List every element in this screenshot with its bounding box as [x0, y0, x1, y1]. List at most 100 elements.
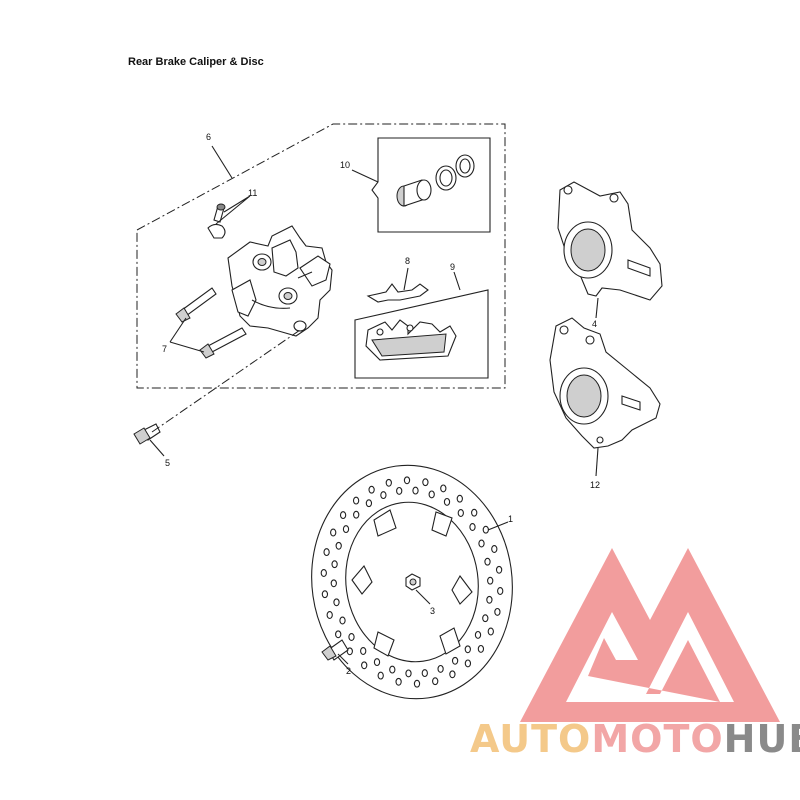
disc-vent-hole — [422, 478, 429, 487]
watermark-word-auto: AUTO — [470, 717, 591, 761]
mounting-bolt-part — [133, 423, 161, 445]
piston-kit-box — [371, 137, 491, 233]
seal-ring-part — [435, 165, 457, 191]
disc-bolt-part — [321, 639, 349, 661]
leader-2 — [337, 653, 349, 665]
hub-nut-part — [405, 573, 421, 591]
disc-vent-hole — [339, 616, 346, 625]
disc-vent-hole — [451, 656, 459, 665]
bolt-axis-line — [151, 329, 301, 433]
disc-vent-hole — [474, 630, 482, 639]
disc-vent-hole — [443, 497, 451, 506]
leader-4 — [595, 297, 599, 319]
disc-vent-hole — [323, 548, 330, 557]
disc-vent-hole — [464, 659, 472, 668]
disc-vent-hole — [320, 569, 327, 577]
disc-vent-hole — [432, 677, 439, 686]
disc-vent-hole — [482, 614, 489, 623]
callout-8: 8 — [405, 256, 410, 266]
disc-vent-hole — [428, 490, 435, 499]
disc-vent-hole — [361, 661, 368, 670]
disc-vent-hole — [395, 677, 402, 686]
disc-vent-hole — [335, 630, 342, 639]
disc-vent-hole — [360, 647, 367, 655]
watermark-logo — [520, 548, 780, 722]
disc-vent-hole — [487, 576, 494, 585]
callout-5: 5 — [165, 458, 170, 468]
leader-1 — [487, 521, 509, 531]
disc-vent-hole — [385, 478, 392, 487]
disc-vent-hole — [456, 494, 463, 503]
disc-vent-hole — [377, 671, 384, 680]
disc-vent-hole — [365, 499, 373, 508]
callout-3: 3 — [430, 606, 435, 616]
watermark-brand: AUTOMOTOHUB — [470, 717, 800, 761]
disc-vent-holes — [320, 476, 504, 688]
slide-pin-lower — [199, 327, 247, 359]
disc-vent-hole — [449, 670, 456, 679]
disc-vent-hole — [437, 664, 444, 673]
disc-vent-hole — [486, 595, 493, 604]
callout-11: 11 — [248, 188, 257, 198]
disc-vent-hole — [368, 485, 375, 494]
disc-vent-hole — [464, 645, 471, 654]
dust-seal-part — [455, 154, 475, 178]
disc-vent-hole — [440, 484, 447, 493]
caliper-bracket-upper — [557, 181, 663, 301]
disc-vent-hole — [331, 560, 338, 569]
disc-vent-hole — [330, 528, 337, 537]
disc-vent-hole — [330, 579, 337, 588]
disc-vent-hole — [405, 669, 412, 678]
disc-vent-hole — [333, 598, 340, 607]
disc-vent-hole — [471, 508, 478, 517]
disc-vent-hole — [484, 557, 491, 566]
disc-vent-hole — [482, 525, 489, 534]
watermark-word-moto: MOTO — [591, 717, 723, 761]
disc-vent-hole — [403, 476, 411, 485]
disc-vent-hole — [389, 665, 396, 674]
watermark-triangle-mark — [520, 548, 780, 722]
piston-part — [396, 179, 432, 207]
disc-vent-hole — [469, 523, 476, 531]
callout-7: 7 — [162, 344, 167, 354]
leader-10 — [351, 169, 379, 183]
diagram-title: Rear Brake Caliper & Disc — [128, 56, 264, 68]
disc-vent-hole — [348, 633, 355, 641]
disc-vent-hole — [339, 511, 347, 520]
disc-vent-hole — [478, 539, 485, 548]
disc-vent-hole — [321, 590, 329, 599]
slide-pin-upper — [175, 287, 217, 323]
leader-9 — [453, 271, 461, 291]
callout-1: 1 — [508, 514, 513, 524]
disc-vent-hole — [335, 541, 342, 550]
callout-6: 6 — [206, 132, 211, 142]
brake-pad-part — [365, 319, 457, 361]
caliper-body — [227, 225, 333, 337]
disc-vent-hole — [413, 679, 421, 688]
disc-vent-hole — [342, 525, 350, 534]
disc-vent-hole — [396, 486, 403, 495]
leader-12 — [595, 447, 599, 477]
callout-9: 9 — [450, 262, 455, 272]
disc-vent-hole — [353, 510, 360, 519]
disc-vent-hole — [373, 658, 381, 667]
disc-vent-hole — [494, 607, 501, 616]
pad-kit-box — [354, 289, 489, 379]
disc-vent-hole — [421, 669, 428, 678]
disc-vent-hole — [457, 509, 464, 517]
leader-7 — [169, 317, 205, 353]
disc-vent-hole — [487, 627, 494, 636]
disc-vent-hole — [497, 587, 504, 595]
leader-3 — [415, 589, 431, 605]
disc-vent-hole — [412, 486, 419, 495]
callout-4: 4 — [592, 319, 597, 329]
disc-vent-hole — [495, 565, 503, 574]
leader-8 — [403, 267, 409, 291]
caliper-bracket-lower — [549, 317, 661, 449]
disc-vent-hole — [491, 545, 498, 553]
leader-11 — [215, 195, 251, 225]
disc-vent-hole — [346, 647, 353, 656]
callout-12: 12 — [590, 480, 600, 490]
callout-10: 10 — [340, 160, 350, 170]
